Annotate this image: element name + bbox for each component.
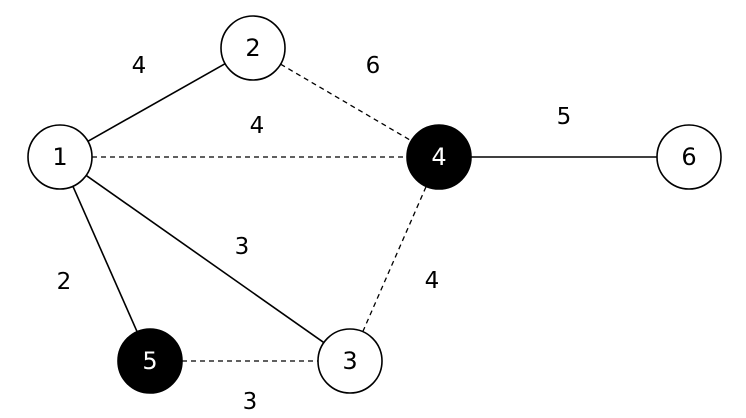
edge-weight-1-5: 2 bbox=[57, 269, 72, 295]
edge-1-5 bbox=[72, 185, 138, 333]
node-2: 2 bbox=[220, 15, 286, 81]
edge-weight-5-3: 3 bbox=[243, 389, 258, 415]
node-circle-6 bbox=[656, 124, 722, 190]
node-circle-5 bbox=[117, 328, 183, 394]
edge-weight-4-6: 5 bbox=[557, 104, 572, 130]
edge-weight-2-4: 6 bbox=[366, 53, 381, 79]
node-3: 3 bbox=[317, 328, 383, 394]
node-circle-4 bbox=[406, 124, 472, 190]
edges-layer bbox=[72, 63, 657, 362]
edge-1-2 bbox=[87, 63, 226, 142]
node-label-3: 3 bbox=[342, 347, 357, 375]
edge-3-4 bbox=[362, 186, 427, 332]
node-label-6: 6 bbox=[681, 143, 696, 171]
edge-1-3 bbox=[85, 174, 325, 344]
node-1: 1 bbox=[27, 124, 93, 190]
node-circle-1 bbox=[27, 124, 93, 190]
nodes-layer: 1 2 3 4 5 6 bbox=[27, 15, 722, 394]
node-4: 4 bbox=[406, 124, 472, 190]
node-circle-2 bbox=[220, 15, 286, 81]
weights-layer: 4 6 4 5 3 4 2 3 bbox=[57, 53, 572, 415]
edge-2-4 bbox=[280, 63, 412, 142]
edge-weight-1-3: 3 bbox=[235, 234, 250, 260]
node-5: 5 bbox=[117, 328, 183, 394]
node-label-5: 5 bbox=[142, 347, 157, 375]
node-circle-3 bbox=[317, 328, 383, 394]
edge-weight-3-4: 4 bbox=[425, 268, 440, 294]
edge-weight-1-4: 4 bbox=[250, 113, 265, 139]
node-label-2: 2 bbox=[245, 34, 260, 62]
edge-weight-1-2: 4 bbox=[132, 53, 147, 79]
node-6: 6 bbox=[656, 124, 722, 190]
node-label-4: 4 bbox=[431, 143, 446, 171]
node-label-1: 1 bbox=[52, 143, 67, 171]
